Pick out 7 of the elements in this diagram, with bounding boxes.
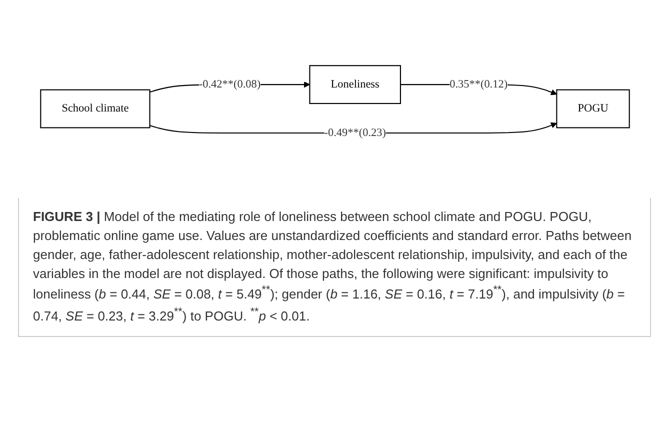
edge-label: -0.49**(0.23) (324, 126, 386, 138)
edge-label: 0.35**(0.12) (449, 78, 508, 90)
node-box: Loneliness (308, 64, 400, 104)
edge-label: -0.42**(0.08) (198, 78, 260, 90)
figure-caption: FIGURE 3 | Model of the mediating role of loneliness between school climate and POGU. POGU, problematic online game use. Values are unstandardized coefficients and standard error. Paths between gender, age, father-adolescent relationship, mother-adolescent relationship, impulsivity, and each of the variables in the model are not displayed. Of those paths, the following were significant: impulsivity to loneliness (b = 0.44, SE = 0.08, t = 5.49$^{**}$); gender (b = 1.16, SE = 0.16, t = 7.19$^{**}$), and impulsivity (b = 0.74, SE = 0.23, t = 3.29$^{**}$) to POGU. $^{**}$p < 0.01. (18, 198, 651, 337)
node-box: POGU (556, 88, 630, 128)
node-box: School climate (40, 88, 150, 128)
